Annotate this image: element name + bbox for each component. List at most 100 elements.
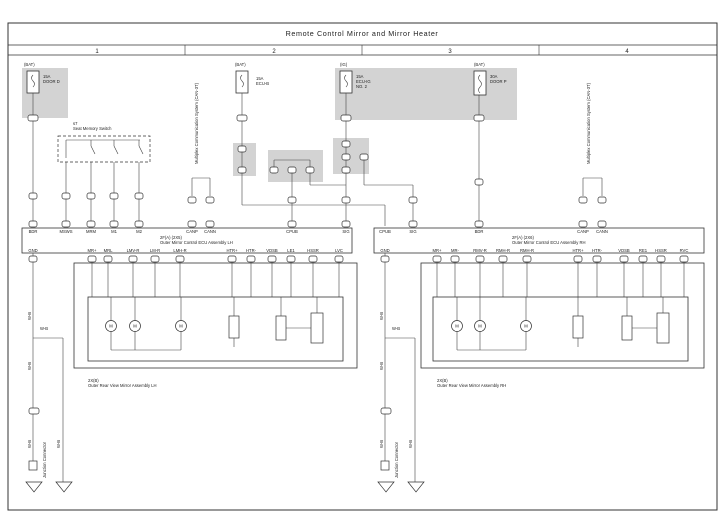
svg-text:Outer Mirror Control ECU Assem: Outer Mirror Control ECU Assembly RH: [512, 240, 586, 245]
svg-text:(BAT): (BAT): [474, 62, 485, 67]
ecu-rh-bottom-pin: RE1: [639, 248, 648, 253]
ecu-lh-bottom-pin: HTR-: [246, 248, 257, 253]
mirror-rh: 2X(B) Outer Rear View Mirror Assembly RH: [420, 262, 705, 388]
svg-text:W-B: W-B: [392, 326, 400, 331]
connector-pin: [128, 255, 138, 263]
mirror-sensor: [656, 312, 670, 344]
multiplex-note-right: Multiplex Communication System (CAN-3T): [582, 82, 603, 196]
ecu-lh-top-pin: CPUB: [286, 229, 298, 234]
connector-pin: [679, 255, 689, 263]
motor-symbol: M: [133, 324, 137, 329]
connector-pin: [341, 153, 351, 161]
mirror-motor: [451, 320, 463, 332]
connector-pin: [341, 196, 351, 204]
ecu-lh-bottom-pin: HSSR: [307, 248, 319, 253]
connector-pin: [187, 196, 197, 204]
mirror-motor: [474, 320, 486, 332]
svg-text:2X(B): 2X(B): [88, 378, 99, 383]
ecu-lh-bottom-pin: LVC: [335, 248, 343, 253]
connector-pin: [408, 220, 418, 228]
connector-pin: [246, 255, 256, 263]
column-2-label: 2: [272, 49, 276, 55]
connector-pin: [359, 153, 369, 161]
connector-pin: [308, 255, 318, 263]
connector-pin: [380, 255, 390, 263]
connector-pin: [109, 192, 119, 200]
ecu-lh-bottom-pin: HTR+: [226, 248, 238, 253]
connector-pin: [187, 220, 197, 228]
motor-symbol: M: [524, 324, 528, 329]
ecu-rh-top-pin: BDR: [475, 229, 484, 234]
svg-text:Junction Connector: Junction Connector: [42, 441, 47, 478]
connector-pin: [287, 220, 297, 228]
connector-pin: [408, 196, 418, 204]
svg-text:ECU-IG: ECU-IG: [356, 79, 371, 84]
mirror-sensor: [621, 315, 633, 341]
connector-pin: [573, 255, 583, 263]
connector-pin: [305, 166, 315, 174]
fuse-ecu-b: (BAT) 15A ECU-B: [235, 62, 269, 94]
connector-pin: [287, 166, 297, 174]
connector-pin: [134, 220, 144, 228]
mirror-sensor: [275, 315, 287, 341]
svg-text:ECU-B: ECU-B: [256, 81, 269, 86]
connector-pin: [237, 166, 247, 174]
connector-pin: [474, 178, 484, 186]
mirror-motor: [129, 320, 141, 332]
svg-text:15A: 15A: [256, 76, 264, 81]
column-4-label: 4: [625, 49, 629, 55]
connector-pin: [450, 255, 460, 263]
connector-pin: [86, 192, 96, 200]
connector-pin: [341, 220, 351, 228]
connector-pin: [474, 220, 484, 228]
svg-text:W-B: W-B: [379, 362, 384, 370]
connector-pin: [109, 220, 119, 228]
ecu-lh-top-pin: M1: [111, 229, 117, 234]
ecu-rh-top-pin: CANP: [577, 229, 589, 234]
svg-text:Outer Rear View Mirror Assembl: Outer Rear View Mirror Assembly RH: [437, 383, 506, 388]
connector-pin: [475, 255, 485, 263]
svg-text:Multiplex Communication System: Multiplex Communication System (CAN-3T): [586, 82, 591, 164]
svg-text:Multiplex Communication System: Multiplex Communication System (CAN-3T): [194, 82, 199, 164]
svg-text:W-B: W-B: [408, 440, 413, 448]
connector-pin: [578, 196, 588, 204]
connector-pin: [28, 220, 38, 228]
connector-pin: [597, 196, 607, 204]
connector-pin: [61, 192, 71, 200]
connector-pin: [334, 255, 344, 263]
ecu-lh-top-pin: CANN: [204, 229, 216, 234]
mirror-motor: [105, 320, 117, 332]
connector-area-junction: [268, 150, 323, 182]
ecu-rh-bottom-pin: HTR-: [592, 248, 603, 253]
ecu-rh-top-pin: CANN: [596, 229, 608, 234]
svg-text:W-B: W-B: [27, 312, 32, 320]
ecu-rh-bottom-pin: RMH-R: [520, 248, 534, 253]
connector-pin: [432, 255, 442, 263]
connector-pin: [205, 220, 215, 228]
connector-pin: [341, 166, 351, 174]
svg-text:2F(A) (2X6): 2F(A) (2X6): [512, 235, 534, 240]
ecu-lh-bottom-pin: GND: [28, 248, 37, 253]
connector-pin: [286, 255, 296, 263]
svg-text:30A: 30A: [490, 74, 498, 79]
svg-text:15A: 15A: [356, 74, 364, 79]
motor-symbol: M: [455, 324, 459, 329]
fuse-area-ecu-ig: [335, 68, 517, 120]
connector-pin: [61, 220, 71, 228]
svg-text:Outer Rear View Mirror Assembl: Outer Rear View Mirror Assembly LH: [88, 383, 157, 388]
connector-pin: [28, 192, 38, 200]
ecu-lh-bottom-pin: LM-R: [150, 248, 160, 253]
connector-pin: [619, 255, 629, 263]
connector-pin: [597, 220, 607, 228]
svg-text:W-B: W-B: [27, 440, 32, 448]
ecu-lh-top-pin: M2: [136, 229, 142, 234]
connector-pin: [287, 196, 297, 204]
ecu-lh-bottom-pin: MR+: [88, 248, 98, 253]
mirror-motor: [520, 320, 532, 332]
ecu-rh-bottom-pin: RMH-R: [496, 248, 510, 253]
ecu-rh: 2F(A) (2X6) Outer Mirror Control ECU Ass…: [373, 227, 705, 254]
mirror-heater: [228, 315, 240, 339]
multiplex-note-left: Multiplex Communication System (CAN-3T): [191, 82, 211, 196]
fuse-door-p: (BAT) 30A DOOR P: [473, 62, 507, 96]
svg-text:Junction Connector: Junction Connector: [394, 441, 399, 478]
